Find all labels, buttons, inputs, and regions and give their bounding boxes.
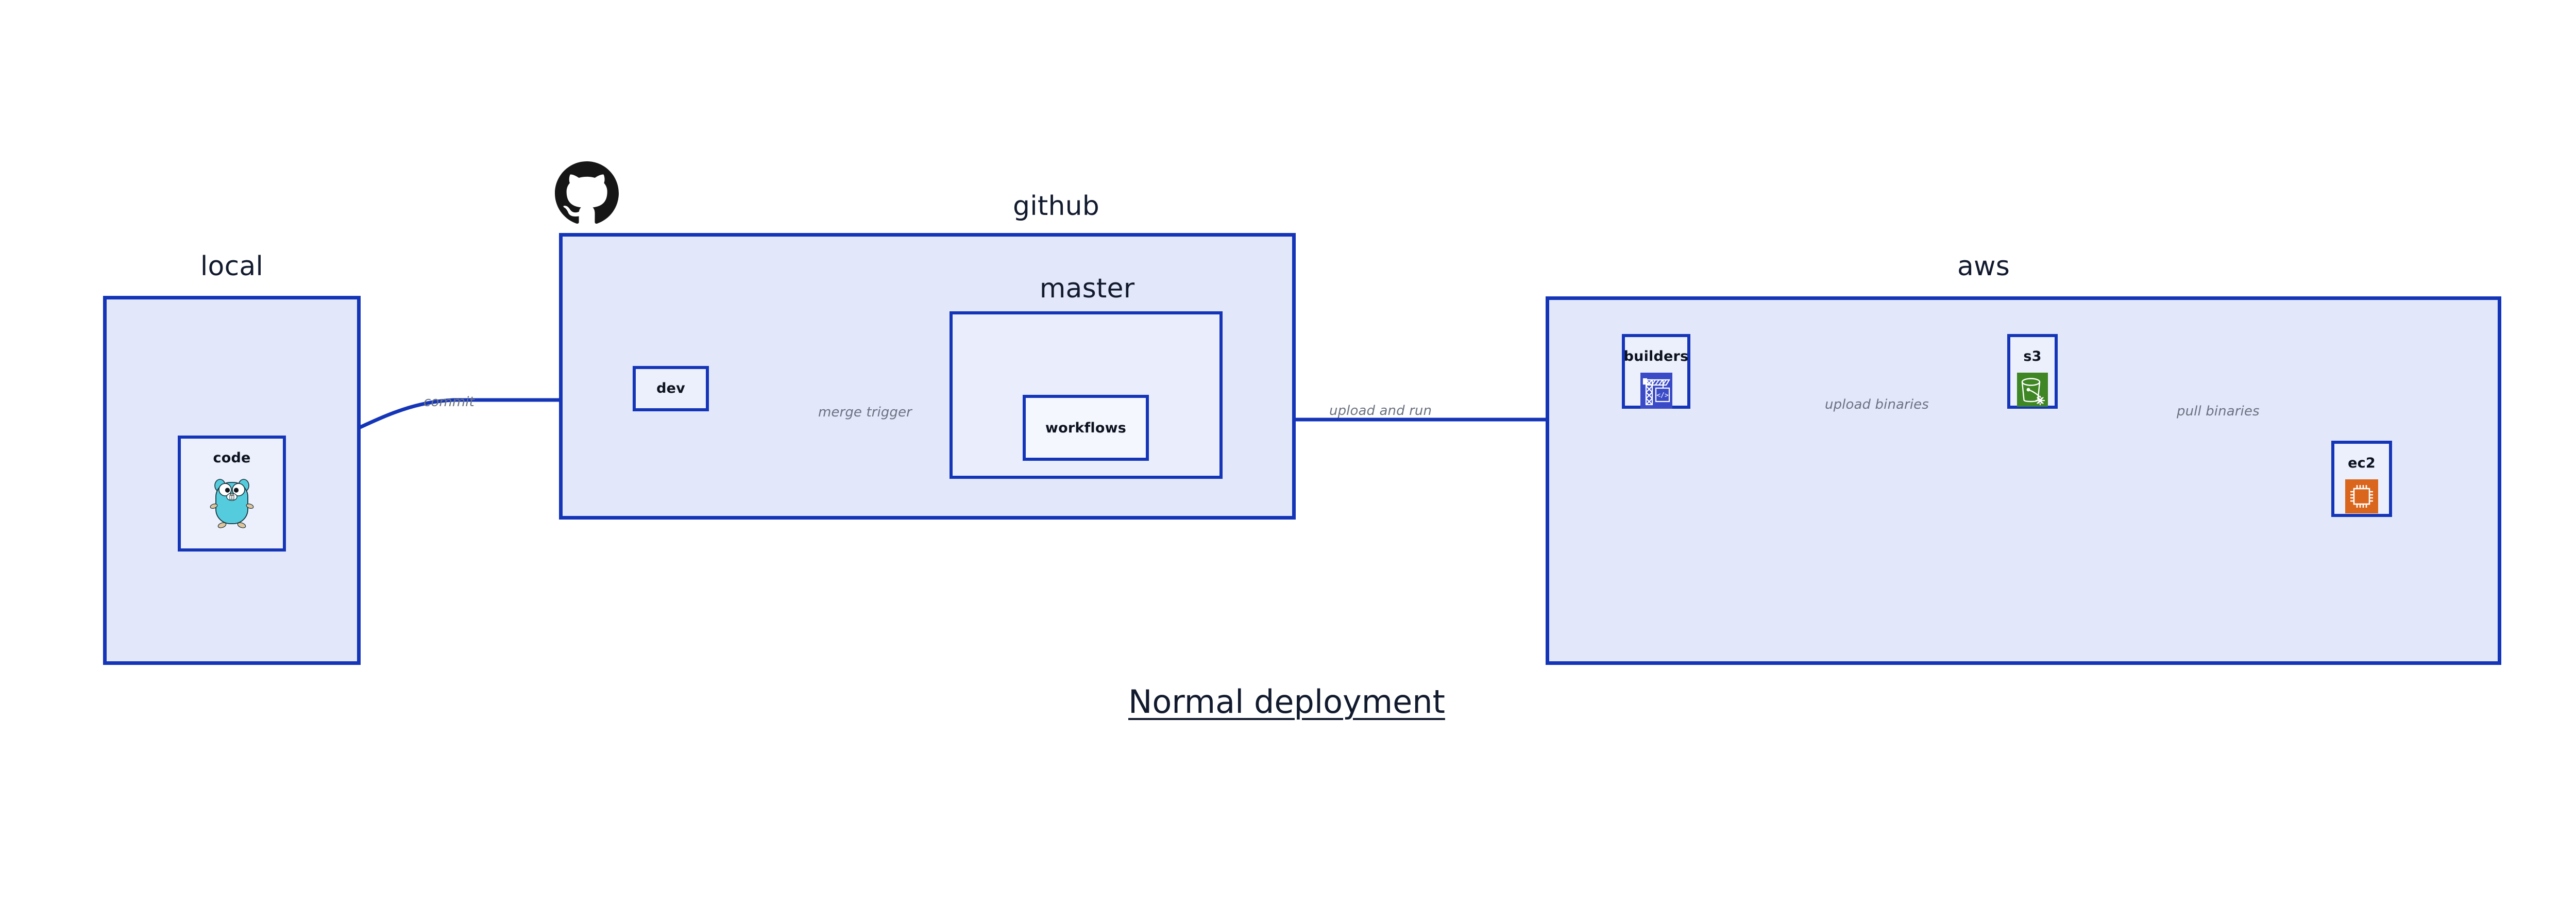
aws-ec2-chip-icon xyxy=(2345,479,2378,513)
group-label-aws: aws xyxy=(1957,251,2010,282)
node-code[interactable]: code xyxy=(178,436,286,552)
node-workflows[interactable]: workflows xyxy=(1023,395,1149,461)
node-dev[interactable]: dev xyxy=(633,366,709,411)
group-label-local: local xyxy=(200,251,264,282)
group-local xyxy=(103,296,361,665)
node-label-workflows: workflows xyxy=(1045,420,1127,436)
edge-label-merge-trigger: merge trigger xyxy=(818,405,912,420)
edge-label-upload-and-run: upload and run xyxy=(1329,403,1432,419)
group-label-github: github xyxy=(1013,191,1099,222)
node-label-ec2: ec2 xyxy=(2348,455,2376,471)
group-label-master: master xyxy=(1039,273,1135,304)
aws-s3-bucket-icon xyxy=(2017,373,2048,407)
node-s3[interactable]: s3 xyxy=(2007,334,2058,409)
node-ec2[interactable]: ec2 xyxy=(2331,441,2392,517)
edge-label-pull-binaries: pull binaries xyxy=(2177,404,2260,419)
aws-builders-crane-icon: </> xyxy=(1640,373,1672,409)
svg-text:</>: </> xyxy=(1656,392,1669,399)
node-label-dev: dev xyxy=(656,380,685,396)
github-octocat-icon xyxy=(555,161,619,225)
node-label-builders: builders xyxy=(1623,348,1689,364)
node-builders[interactable]: builders </> xyxy=(1622,334,1690,409)
edge-label-upload-binaries: upload binaries xyxy=(1825,397,1929,412)
edge-label-commit: commit xyxy=(423,394,474,410)
diagram-title: Normal deployment xyxy=(1128,683,1445,721)
node-label-code: code xyxy=(213,450,251,466)
node-label-s3: s3 xyxy=(2023,348,2042,364)
go-gopher-icon xyxy=(207,474,257,530)
